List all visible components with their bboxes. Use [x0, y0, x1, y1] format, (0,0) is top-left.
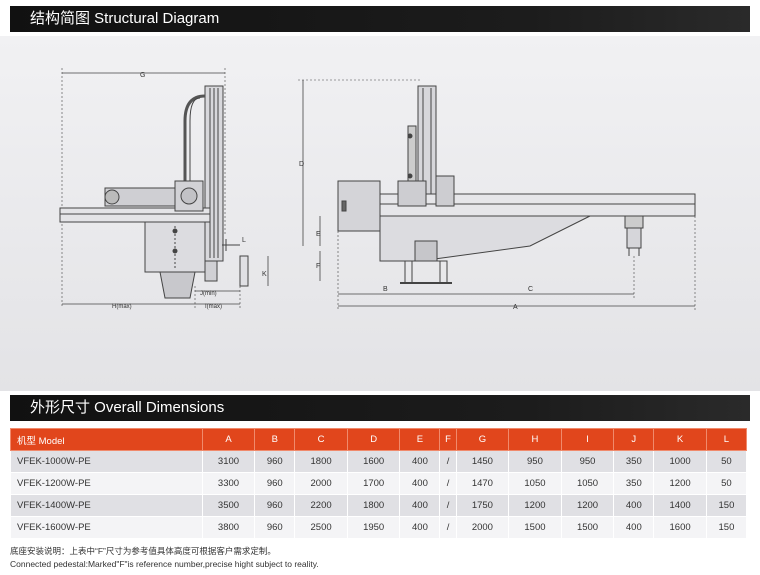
- column-header: I: [560, 428, 615, 451]
- value-cell: /: [439, 516, 457, 539]
- dim-label-f: F: [316, 263, 320, 270]
- column-header: H: [508, 428, 562, 451]
- value-cell: 400: [399, 472, 441, 495]
- model-cell: VFEK-1400W-PE: [10, 494, 203, 517]
- value-cell: 2000: [455, 516, 510, 539]
- column-header: C: [294, 428, 348, 451]
- section-header-structural: 结构简图 Structural Diagram: [10, 6, 750, 32]
- value-cell: 3300: [201, 472, 256, 495]
- value-cell: 1600: [653, 516, 707, 539]
- value-cell: 2200: [294, 494, 348, 517]
- side-view: G: [59, 68, 269, 310]
- column-header: F: [439, 428, 457, 451]
- column-header: A: [201, 428, 256, 451]
- value-cell: 3500: [201, 494, 256, 517]
- table-header-row: 机型 Model A B C D E F G H I J K L: [10, 428, 748, 451]
- dim-label-h-max: H(max): [112, 304, 132, 310]
- dim-label-j-min: J(min): [200, 291, 217, 297]
- value-cell: /: [439, 472, 457, 495]
- value-cell: 950: [508, 450, 562, 473]
- value-cell: 960: [254, 450, 296, 473]
- front-view: D E F: [298, 79, 696, 311]
- column-header: D: [346, 428, 401, 451]
- value-cell: 1600: [346, 450, 401, 473]
- value-cell: 350: [613, 472, 655, 495]
- value-cell: 960: [254, 472, 296, 495]
- section-header-dimensions: 外形尺寸 Overall Dimensions: [10, 395, 750, 421]
- value-cell: 2500: [294, 516, 348, 539]
- value-cell: 960: [254, 516, 296, 539]
- value-cell: 950: [560, 450, 615, 473]
- value-cell: 1950: [346, 516, 401, 539]
- value-cell: 50: [705, 472, 748, 495]
- value-cell: 3800: [201, 516, 256, 539]
- column-header: E: [399, 428, 441, 451]
- value-cell: /: [439, 450, 457, 473]
- value-cell: 2000: [294, 472, 348, 495]
- model-cell: VFEK-1000W-PE: [10, 450, 203, 473]
- value-cell: 1050: [508, 472, 562, 495]
- value-cell: 400: [399, 494, 441, 517]
- value-cell: 1200: [653, 472, 707, 495]
- dim-label-b: B: [383, 286, 388, 293]
- diagram-drawing: G: [59, 68, 696, 311]
- column-header: G: [455, 428, 510, 451]
- section-title: 结构简图 Structural Diagram: [30, 10, 220, 27]
- value-cell: 150: [705, 516, 748, 539]
- value-cell: 1750: [455, 494, 510, 517]
- dim-label-k: K: [262, 271, 267, 278]
- value-cell: 1500: [508, 516, 562, 539]
- note-en: Connected pedestal:Marked"F"is reference…: [10, 559, 319, 569]
- value-cell: 350: [613, 450, 655, 473]
- column-header: B: [254, 428, 296, 451]
- column-header: 机型 Model: [10, 428, 203, 451]
- dim-label-i-max: I(max): [205, 304, 222, 310]
- value-cell: 150: [705, 494, 748, 517]
- value-cell: /: [439, 494, 457, 517]
- value-cell: 400: [399, 516, 441, 539]
- value-cell: 400: [613, 494, 655, 517]
- value-cell: 400: [613, 516, 655, 539]
- dim-label-c: C: [528, 286, 533, 293]
- model-cell: VFEK-1200W-PE: [10, 472, 203, 495]
- value-cell: 1800: [346, 494, 401, 517]
- value-cell: 1470: [455, 472, 510, 495]
- value-cell: 1400: [653, 494, 707, 517]
- value-cell: 1050: [560, 472, 615, 495]
- value-cell: 1200: [560, 494, 615, 517]
- model-cell: VFEK-1600W-PE: [10, 516, 203, 539]
- value-cell: 1200: [508, 494, 562, 517]
- dim-label-a: A: [513, 304, 518, 311]
- structural-diagram: G: [0, 36, 760, 391]
- value-cell: 1700: [346, 472, 401, 495]
- column-header: J: [613, 428, 655, 451]
- value-cell: 1450: [455, 450, 510, 473]
- column-header: L: [705, 428, 748, 451]
- dim-label-e: E: [316, 231, 321, 238]
- value-cell: 960: [254, 494, 296, 517]
- dim-label-g: G: [140, 72, 145, 79]
- dim-label-l: L: [242, 237, 246, 244]
- dimensions-table: 机型 Model A B C D E F G H I J K L VFEK-10…: [10, 428, 748, 539]
- value-cell: 1800: [294, 450, 348, 473]
- value-cell: 3100: [201, 450, 256, 473]
- value-cell: 50: [705, 450, 748, 473]
- section-title: 外形尺寸 Overall Dimensions: [30, 399, 225, 416]
- value-cell: 400: [399, 450, 441, 473]
- value-cell: 1500: [560, 516, 615, 539]
- value-cell: 1000: [653, 450, 707, 473]
- note-cn: 底座安装说明：上表中“F”尺寸为参考值具体高度可根据客户需求定制。: [10, 546, 276, 556]
- dim-label-d: D: [299, 161, 304, 168]
- column-header: K: [653, 428, 707, 451]
